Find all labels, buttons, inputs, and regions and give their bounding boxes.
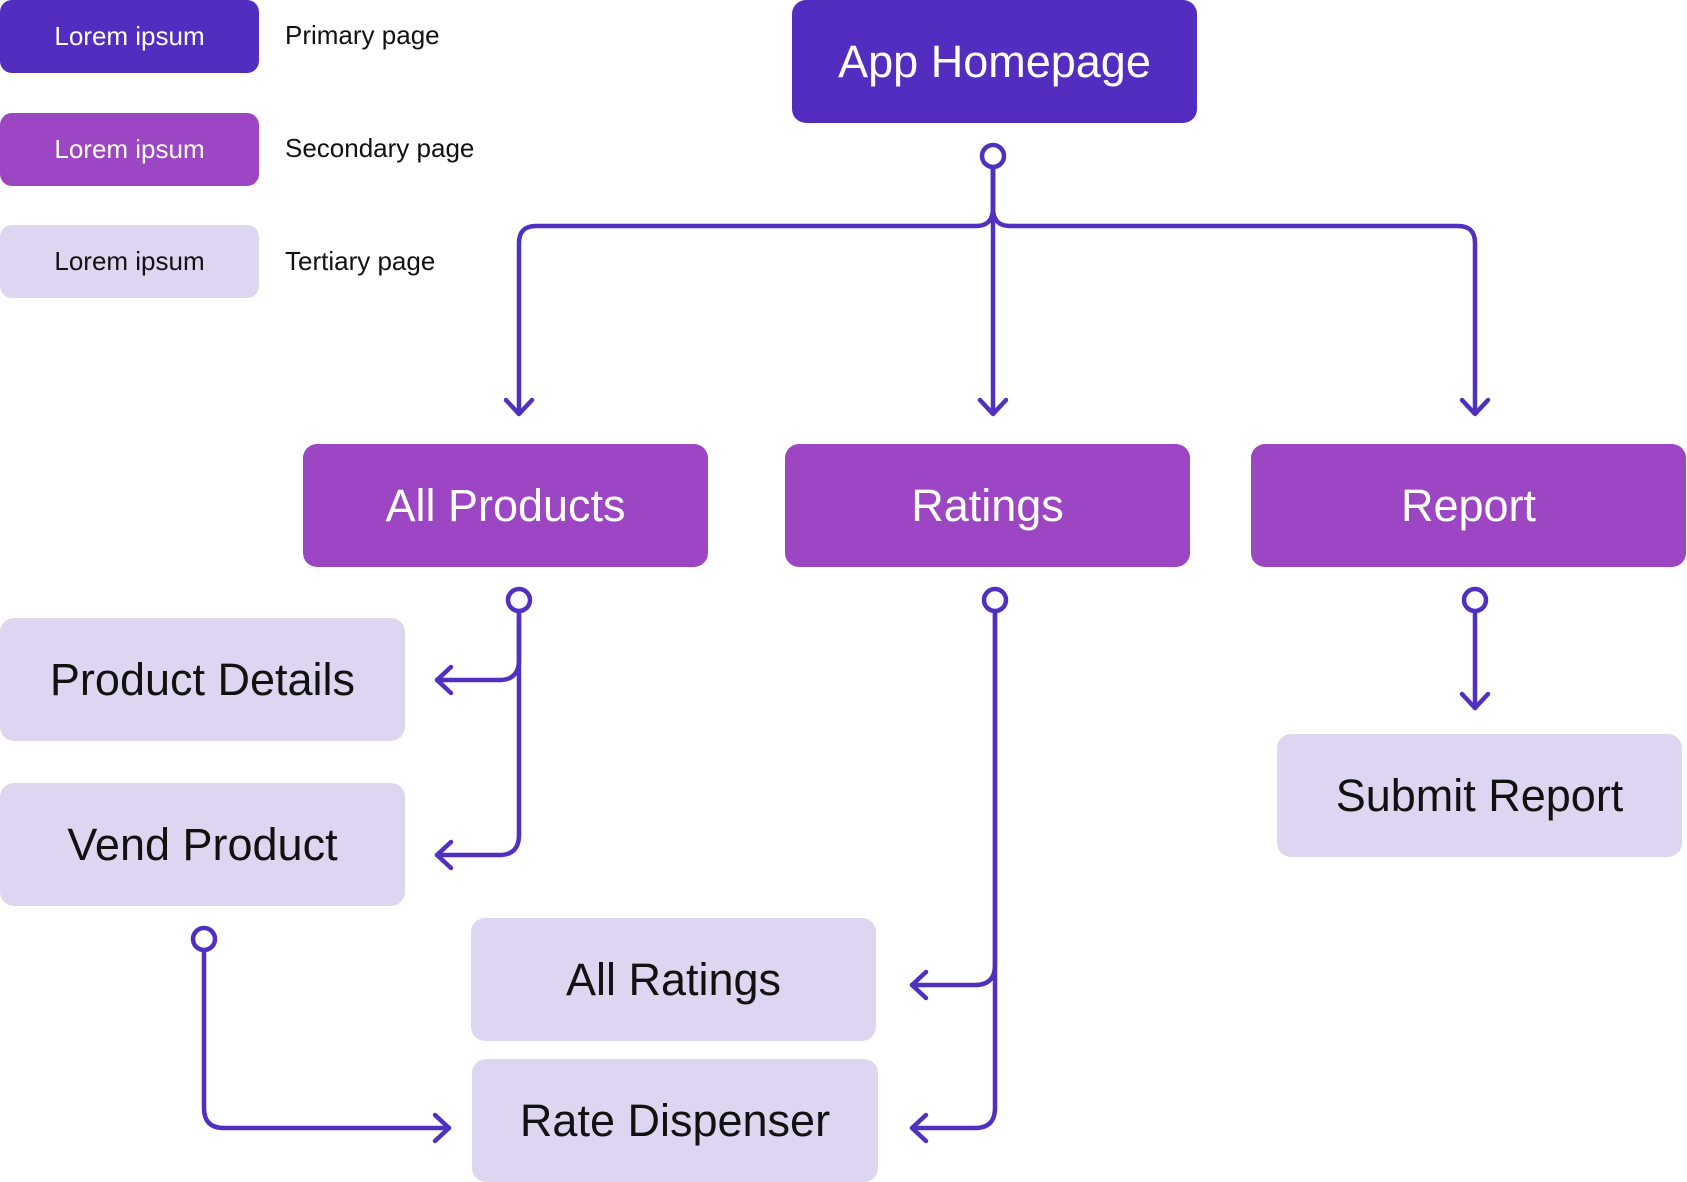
connector-homepage-to-secondary [503, 142, 1491, 417]
connector-ratings-to-children [909, 586, 1009, 1144]
node-ratings[interactable]: Ratings [785, 444, 1190, 567]
connector-report-to-submit [1459, 586, 1491, 711]
node-label: Rate Dispenser [519, 1094, 831, 1146]
connector-origin-dot [190, 925, 218, 953]
connector-origin-dot [981, 586, 1009, 614]
node-all-products[interactable]: All Products [303, 444, 708, 567]
connector-origin-dot [979, 142, 1007, 170]
legend-swatch-primary: Lorem ipsum [0, 0, 259, 73]
legend-swatch-label: Lorem ipsum [54, 246, 205, 276]
legend-swatch-label: Lorem ipsum [54, 134, 205, 164]
node-label: Ratings [911, 479, 1064, 531]
node-vend-product[interactable]: Vend Product [0, 783, 405, 906]
connector-origin-dot [1461, 586, 1489, 614]
connector-all-products-to-children [434, 586, 533, 871]
node-submit-report[interactable]: Submit Report [1277, 734, 1682, 857]
node-rate-dispenser[interactable]: Rate Dispenser [472, 1059, 878, 1182]
connector-origin-dot [505, 586, 533, 614]
node-label: All Ratings [565, 953, 782, 1005]
node-label: Submit Report [1335, 769, 1624, 821]
legend-label-secondary: Secondary page [285, 133, 475, 163]
node-app-homepage[interactable]: App Homepage [792, 0, 1197, 123]
legend-label-primary: Primary page [285, 20, 440, 50]
node-all-ratings[interactable]: All Ratings [471, 918, 876, 1041]
node-label: All Products [385, 479, 626, 531]
legend-swatch-secondary: Lorem ipsum [0, 113, 259, 186]
legend-swatch-tertiary: Lorem ipsum [0, 225, 259, 298]
legend-swatch-label: Lorem ipsum [54, 21, 205, 51]
connector-vend-to-rate-dispenser [190, 925, 452, 1144]
node-label: App Homepage [838, 35, 1151, 87]
node-label: Vend Product [67, 818, 338, 870]
node-label: Report [1400, 479, 1537, 531]
node-label: Product Details [49, 653, 356, 705]
legend-label-tertiary: Tertiary page [285, 246, 436, 276]
node-report[interactable]: Report [1251, 444, 1686, 567]
node-product-details[interactable]: Product Details [0, 618, 405, 741]
